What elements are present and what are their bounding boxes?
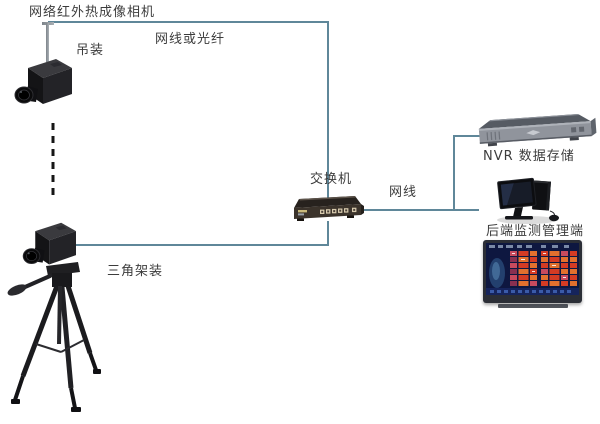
thermal-screen	[486, 243, 579, 295]
backend-label: 后端监测管理端	[486, 224, 585, 239]
thermal-monitoring-display	[483, 240, 582, 308]
switch-label: 交换机	[310, 172, 353, 187]
wire-camera-to-switch-horizontal	[48, 21, 329, 23]
nvr-recorder-image	[478, 113, 597, 147]
display-stand	[497, 304, 568, 308]
network-switch-image	[294, 196, 364, 221]
wire-tripod-to-switch-horizontal	[76, 244, 329, 246]
tripod-image	[7, 262, 101, 412]
ceiling-mount-label: 吊装	[76, 43, 105, 58]
cable-fiber-label: 网线或光纤	[155, 32, 226, 47]
dashed-line	[51, 123, 55, 199]
display-frame	[483, 240, 582, 303]
tripod-mount-label: 三角架装	[107, 264, 164, 279]
nvr-label: NVR 数据存储	[483, 149, 575, 164]
tripod-thermal-camera-image	[22, 222, 76, 265]
wire-switch-to-terminal	[361, 209, 479, 211]
management-workstation-image	[497, 177, 559, 224]
wire-tripod-to-switch-vertical	[327, 221, 329, 246]
wire-to-nvr	[453, 135, 481, 137]
wire-junction-vertical	[453, 135, 455, 211]
wire-camera-to-switch-vertical	[327, 21, 329, 199]
camera-title-label: 网络红外热成像相机	[29, 5, 156, 20]
ceiling-pole	[46, 23, 49, 62]
cable-label: 网线	[389, 185, 418, 200]
ceiling-thermal-camera-image	[14, 59, 72, 104]
